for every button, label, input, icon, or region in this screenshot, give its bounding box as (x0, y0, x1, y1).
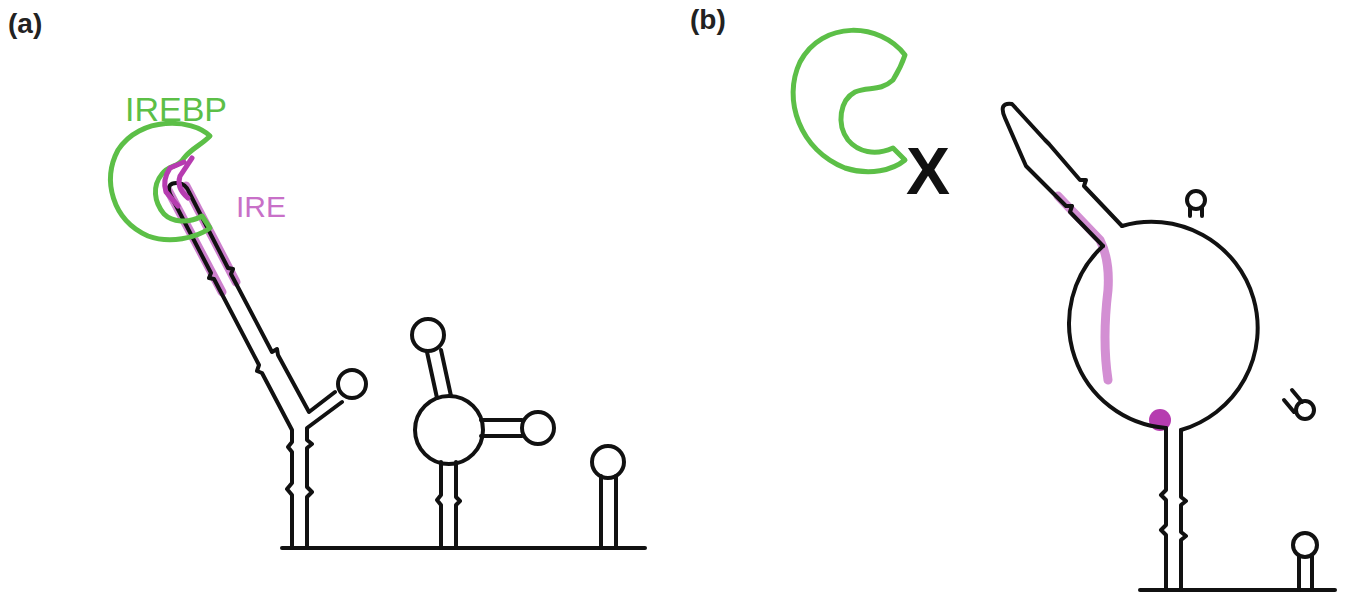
panel-label: (a) (8, 10, 42, 38)
protein-node: IREBP (100, 88, 270, 248)
ire-label: IRE (236, 192, 286, 222)
rna-structure-a (169, 183, 645, 548)
panel-label: (b) (690, 6, 726, 34)
irebp-shape-unbound (793, 30, 905, 171)
protein-label: IREBP (125, 92, 227, 126)
no-binding-mark: X (906, 138, 950, 204)
rna-structure-b (1003, 104, 1335, 590)
